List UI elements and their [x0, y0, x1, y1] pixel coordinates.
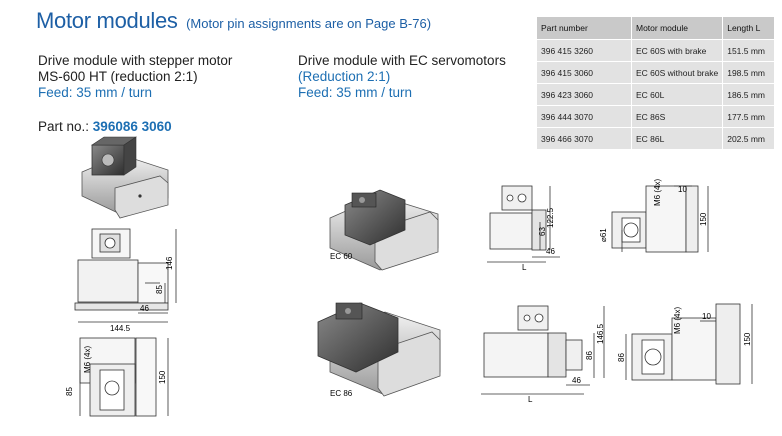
ec86-label: EC 86	[330, 389, 353, 398]
cell-motor-module: EC 86S	[630, 105, 724, 128]
cell-motor-module: EC 60S with brake	[630, 39, 724, 62]
ec60-dim-46: 46	[546, 247, 555, 256]
ec60-dim-150: 150	[699, 212, 708, 226]
ec86-dim-86b: 86	[617, 353, 626, 362]
ec60-dim-10: 10	[678, 185, 687, 194]
ec60-dim-L: L	[522, 263, 527, 272]
ec60-front-drawing	[487, 185, 560, 263]
ec-line-2: (Reduction 2:1)	[298, 69, 391, 84]
stepper-dim-46: 46	[140, 304, 149, 313]
stepper-side-dim-150: 150	[158, 370, 167, 384]
ec86-dim-146: 146.5	[596, 323, 605, 344]
cell-length: 177.5 mm	[722, 105, 776, 128]
part-number-value: 396086 3060	[92, 119, 172, 134]
table-header-row: Part number Motor module Length L	[536, 16, 776, 40]
ec60-dim-63: 63	[538, 227, 547, 236]
cell-motor-module: EC 86L	[630, 127, 724, 150]
part-number-label: Part no.:	[38, 119, 90, 134]
ec60-thread: M6 (4x)	[653, 179, 662, 206]
cell-part-number: 396 415 3260	[536, 39, 632, 62]
cell-length: 186.5 mm	[722, 83, 776, 106]
ec86-dim-10: 10	[702, 312, 711, 321]
ec86-front-drawing	[481, 305, 605, 395]
stepper-dim-width: 144.5	[110, 324, 131, 333]
cell-part-number: 396 466 3070	[536, 127, 632, 150]
stepper-side-thread: M6 (4x)	[83, 346, 92, 373]
stepper-front-drawing	[74, 228, 177, 323]
stepper-line-1: Drive module with stepper motor	[38, 53, 233, 68]
header-length: Length L	[722, 16, 776, 40]
title-subtitle: (Motor pin assignments are on Page B-76)	[186, 16, 432, 31]
cell-part-number: 396 423 3060	[536, 83, 632, 106]
cell-motor-module: EC 60S without brake	[630, 61, 724, 84]
ec60-dim-122: 122.5	[546, 207, 555, 228]
stepper-line-2: MS-600 HT (reduction 2:1)	[38, 69, 198, 84]
table-row: 396 415 3060 EC 60S without brake 198.5 …	[536, 61, 776, 84]
ec-module-description: Drive module with EC servomotors (Reduct…	[298, 53, 506, 101]
stepper-feed: Feed: 35 mm / turn	[38, 85, 153, 100]
ec86-dim-46: 46	[572, 376, 581, 385]
ec60-module-photo	[329, 189, 439, 271]
header-motor-module: Motor module	[630, 16, 724, 40]
ec86-module-photo	[317, 302, 441, 397]
header-part-number: Part number	[536, 16, 632, 40]
page-title: Motor modules (Motor pin assignments are…	[36, 8, 431, 34]
ec60-label: EC 60	[330, 252, 353, 261]
stepper-side-drawing	[79, 337, 169, 417]
stepper-side-dim-85: 85	[65, 387, 74, 396]
ec86-dim-150: 150	[743, 332, 752, 346]
part-number-line: Part no.: 396086 3060	[38, 119, 172, 134]
ec-feed: Feed: 35 mm / turn	[298, 85, 413, 100]
cell-length: 198.5 mm	[722, 61, 776, 84]
stepper-module-description: Drive module with stepper motor MS-600 H…	[38, 53, 232, 101]
ec86-dim-86: 86	[585, 351, 594, 360]
cell-length: 202.5 mm	[722, 127, 776, 150]
ec86-thread: M6 (4x)	[673, 307, 682, 334]
table-row: 396 415 3260 EC 60S with brake 151.5 mm	[536, 39, 776, 62]
ec-line-1: Drive module with EC servomotors	[298, 53, 506, 68]
table-row: 396 444 3070 EC 86S 177.5 mm	[536, 105, 776, 128]
ec60-side-drawing	[611, 185, 709, 253]
stepper-dim-85: 85	[155, 285, 164, 294]
cell-part-number: 396 415 3060	[536, 61, 632, 84]
title-main: Motor modules	[36, 8, 178, 33]
stepper-module-photo	[81, 136, 169, 219]
stepper-dim-height: 146	[165, 256, 174, 270]
ec60-dim-diameter: ⌀61	[599, 228, 608, 242]
table-row: 396 466 3070 EC 86L 202.5 mm	[536, 127, 776, 150]
ec86-dim-L: L	[528, 395, 533, 404]
ec86-side-drawing	[625, 303, 753, 385]
cell-part-number: 396 444 3070	[536, 105, 632, 128]
motor-spec-table: Part number Motor module Length L 396 41…	[536, 16, 776, 150]
